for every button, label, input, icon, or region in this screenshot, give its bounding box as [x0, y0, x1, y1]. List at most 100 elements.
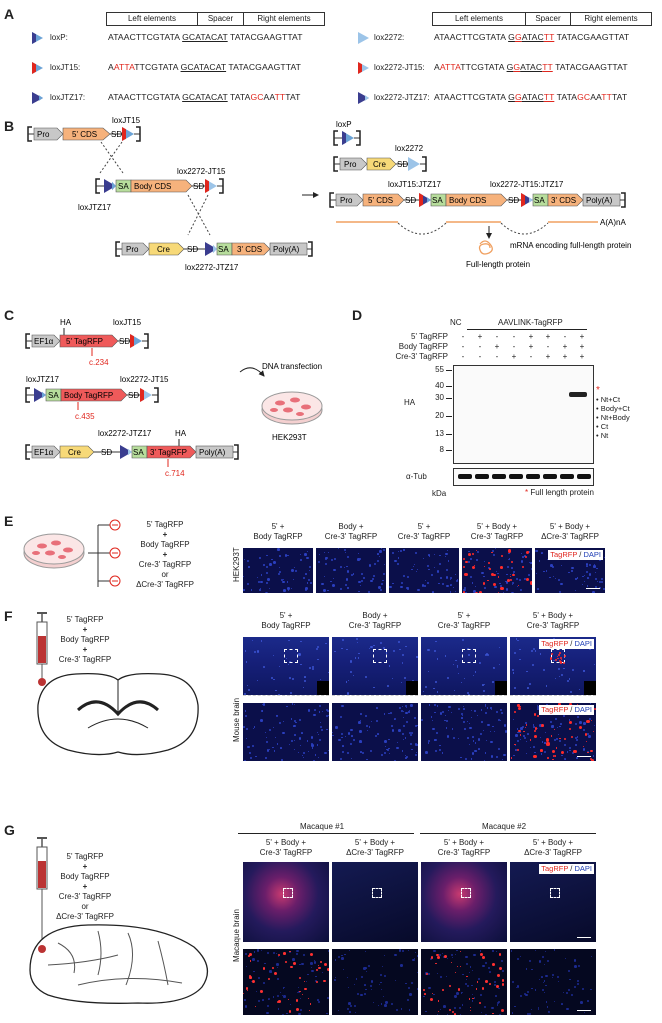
cell-signal — [557, 657, 559, 660]
cell-signal — [373, 563, 376, 566]
footnote-full-length: * Full length protein — [525, 488, 594, 497]
cell-signal — [517, 748, 520, 751]
cell-signal — [554, 717, 557, 720]
cell-signal — [388, 738, 390, 741]
cell-signal — [584, 733, 588, 736]
condition-title: 5' + Body +Cre-3' TagRFP — [470, 522, 524, 541]
cell-signal — [358, 590, 360, 592]
cell-signal — [590, 750, 593, 753]
cell-signal — [309, 1009, 311, 1011]
cell-signal — [480, 709, 483, 711]
cell-signal — [310, 962, 313, 965]
label-pro-4: Pro — [340, 196, 353, 205]
cell-signal — [469, 966, 472, 968]
cell-signal — [347, 1008, 350, 1011]
cell-signal — [503, 724, 507, 727]
cell-signal — [430, 716, 433, 718]
cell-signal — [298, 653, 301, 656]
cell-signal — [243, 559, 245, 561]
cell-signal — [431, 591, 435, 593]
cell-signal — [247, 745, 250, 749]
cell-signal — [249, 960, 252, 962]
cell-signal — [346, 569, 350, 573]
cell-signal — [299, 963, 301, 966]
cell-signal — [344, 583, 347, 586]
cell-signal — [390, 724, 393, 727]
cell-signal — [558, 675, 560, 677]
cell-signal — [257, 577, 259, 579]
cell-signal — [260, 719, 263, 722]
cell-signal — [323, 551, 325, 553]
cell-signal — [405, 720, 409, 723]
cell-signal — [527, 990, 530, 993]
cell-signal — [258, 977, 261, 980]
cell-signal — [270, 676, 273, 679]
cell-signal — [573, 749, 577, 754]
cell-signal — [525, 753, 527, 755]
cell-signal — [340, 733, 343, 736]
cell-signal — [537, 588, 540, 591]
cell-signal — [485, 961, 488, 964]
condition-value: - — [461, 332, 465, 341]
cell-signal — [327, 709, 329, 712]
cell-signal — [501, 983, 505, 986]
cell-signal — [433, 553, 435, 555]
cell-signal — [585, 570, 589, 574]
channel-legend: TagRFP / DAPI — [539, 639, 594, 649]
cell-signal — [328, 714, 329, 716]
cell-signal — [415, 725, 417, 728]
cell-signal — [304, 586, 308, 590]
cell-signal — [579, 688, 581, 690]
cell-signal — [325, 708, 329, 712]
cell-signal — [394, 559, 398, 563]
cell-signal — [251, 639, 253, 641]
cell-signal — [447, 676, 450, 679]
cell-signal — [260, 640, 263, 642]
cell-signal — [282, 987, 284, 989]
cell-signal — [599, 580, 602, 584]
cell-signal — [560, 674, 563, 677]
cell-signal — [456, 580, 459, 583]
cell-signal — [505, 588, 509, 592]
cell-signal — [402, 654, 405, 656]
cell-signal — [528, 959, 532, 963]
cell-signal — [361, 573, 364, 575]
western-blot-ha — [453, 365, 594, 464]
cell-signal — [502, 591, 505, 593]
cell-signal — [586, 740, 588, 742]
cell-signal — [368, 648, 370, 650]
cell-signal — [349, 1011, 351, 1013]
cell-signal — [278, 567, 280, 569]
cell-signal — [405, 711, 408, 715]
f-conditions: 5' TagRFP+ Body TagRFP+ Cre-3' TagRFP — [58, 615, 112, 664]
cell-signal — [273, 971, 278, 975]
lox-name: loxJTZ17: — [50, 93, 86, 102]
ladder-tick — [446, 450, 452, 451]
cell-signal — [428, 704, 431, 706]
construct-cre-3prime: Pro Cre SD SA 3' CDS Poly(A) lox2272-JTZ… — [115, 241, 313, 272]
cell-signal — [454, 573, 457, 576]
cell-signal — [511, 669, 514, 672]
cell-signal — [492, 550, 495, 553]
cell-signal — [499, 708, 502, 711]
cell-signal — [441, 711, 445, 714]
cell-signal — [427, 742, 430, 744]
cell-signal — [569, 978, 571, 981]
cell-signal — [546, 959, 550, 962]
cell-signal — [291, 588, 293, 590]
cell-signal — [411, 568, 413, 571]
cell-signal — [498, 987, 500, 989]
zoom-box — [284, 649, 299, 663]
cell-signal — [515, 734, 518, 737]
cell-signal — [342, 639, 344, 641]
condition-value: + — [579, 332, 585, 341]
cell-signal — [356, 992, 359, 995]
ladder-label: 13 — [435, 429, 444, 438]
cell-signal — [460, 712, 463, 715]
cell-signal — [561, 564, 563, 566]
cell-signal — [449, 1008, 452, 1011]
cell-signal — [536, 706, 539, 709]
cell-signal — [558, 726, 560, 728]
cell-signal — [497, 747, 500, 750]
label-polya-tail: A(A)nA — [600, 218, 626, 227]
